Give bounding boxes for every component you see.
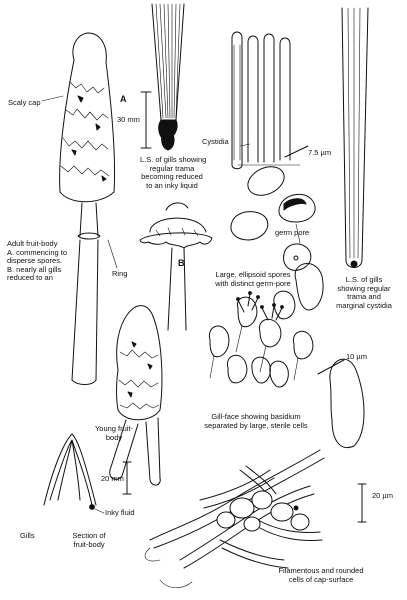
- label-germ-pore: germ pore: [275, 228, 310, 237]
- ring-leader: [107, 239, 118, 269]
- label-scale-20mm: 20 mm: [101, 474, 124, 483]
- label-ls-gills-cystidia: L.S. of gills showing regular trama and …: [336, 275, 392, 310]
- scale-bar-30mm: [140, 91, 152, 149]
- label-adult-fruit-body: Adult fruit-body A. commencing to disper…: [7, 239, 68, 283]
- label-cap-surface: Filamentous and rounded cells of cap-sur…: [278, 566, 364, 584]
- adult-fruit-body-b: [139, 202, 213, 331]
- cap-surface-cells: [144, 449, 325, 589]
- gill-face-basidium: [208, 263, 324, 388]
- cystidia: [231, 31, 301, 170]
- label-gills: Gills: [20, 531, 35, 540]
- label-letter-b: B: [178, 258, 185, 268]
- label-scaly-cap: Scaly cap: [8, 98, 41, 107]
- label-scale-10um: 10 µm: [346, 352, 367, 361]
- adult-fruit-body-a: [59, 32, 116, 385]
- section-fruit-body: [43, 433, 105, 514]
- ls-gill-inky: [151, 3, 185, 151]
- label-ring: Ring: [112, 269, 128, 278]
- spores: [230, 166, 316, 271]
- label-gill-face: Gill-face showing basidium separated by …: [204, 412, 308, 430]
- label-letter-a: A: [120, 94, 127, 104]
- label-inky-fluid: Inky fluid: [105, 508, 135, 517]
- sterile-cell: [329, 358, 365, 448]
- label-ls-gills-inky: L.S. of gills showing regular trama beco…: [140, 155, 207, 190]
- scaly-cap-leader: [41, 95, 64, 102]
- label-section-fruit-body: Section of fruit-body: [72, 531, 106, 549]
- label-scale-20um: 20 µm: [372, 491, 393, 500]
- ls-gill-marginal-cystidia: [341, 7, 369, 268]
- scale-bar-20um: [357, 483, 367, 523]
- label-spores: Large, ellipsoid spores with distinct ge…: [215, 270, 291, 288]
- young-fruit-body: [109, 305, 163, 486]
- label-young-fruit-body: Young fruit- body: [94, 424, 134, 442]
- scale-bar-20mm: [122, 461, 132, 495]
- scale-bar-10um: [317, 359, 345, 375]
- label-scale-7-5um: 7.5 µm: [308, 148, 332, 157]
- label-cystidia: Cystidia: [202, 137, 229, 146]
- scale-bar-7-5um: [284, 145, 309, 158]
- label-scale-30mm: 30 mm: [117, 115, 140, 124]
